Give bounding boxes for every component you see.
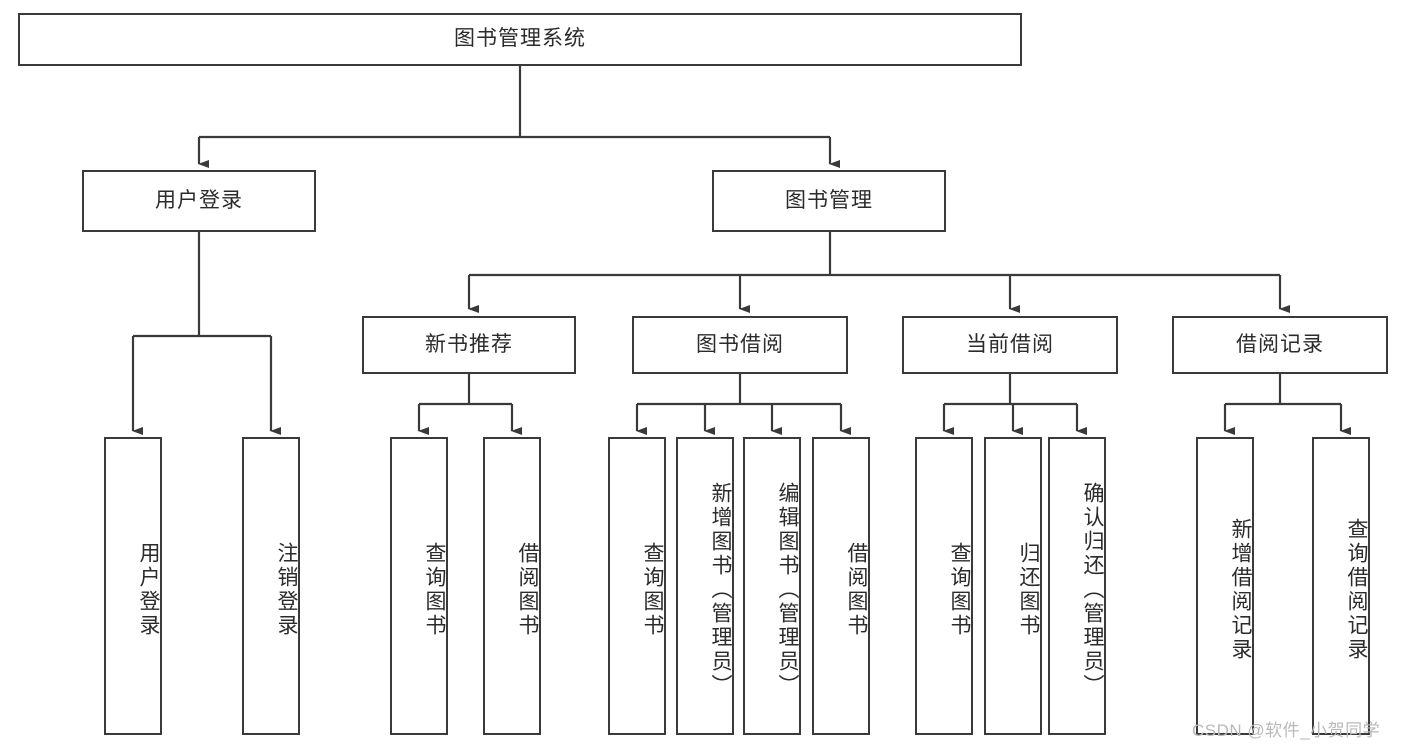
node-leaf-query-book-2-label: 查询图书 [641,542,664,638]
node-leaf-borrow-book-2[interactable]: 借阅图书 [812,437,870,735]
node-leaf-query-book-1-label: 查询图书 [423,542,446,638]
node-current-borrow[interactable]: 当前借阅 [902,316,1118,374]
node-user-login-label: 用户登录 [155,188,243,212]
node-leaf-borrow-book-2-label: 借阅图书 [845,542,868,638]
user-login-to-leaves-connectors [131,232,281,435]
node-borrow-record-label: 借阅记录 [1236,332,1324,356]
node-leaf-logout-login[interactable]: 注销登录 [242,437,300,735]
node-leaf-confirm-return[interactable]: 确认归还（管理员） [1048,437,1106,735]
node-leaf-return-book[interactable]: 归还图书 [984,437,1042,735]
node-book-management-label: 图书管理 [785,188,873,212]
node-leaf-query-book-3-label: 查询图书 [948,542,971,638]
node-leaf-query-record[interactable]: 查询借阅记录 [1312,437,1370,735]
node-leaf-query-record-label: 查询借阅记录 [1345,518,1368,662]
node-book-borrow[interactable]: 图书借阅 [632,316,848,374]
node-leaf-edit-book-label: 编辑图书（管理员） [776,482,799,698]
node-new-book-recommend-label: 新书推荐 [425,332,513,356]
node-leaf-add-record[interactable]: 新增借阅记录 [1196,437,1254,735]
node-leaf-add-book[interactable]: 新增图书（管理员） [676,437,734,735]
book-borrow-to-leaves-connectors [635,374,851,435]
node-leaf-user-login-label: 用户登录 [137,542,160,638]
new-book-recommend-to-leaves-connectors [417,374,522,435]
node-leaf-user-login[interactable]: 用户登录 [104,437,162,735]
book-management-to-level3-connectors [467,232,1290,313]
node-leaf-borrow-book-1[interactable]: 借阅图书 [483,437,541,735]
node-leaf-logout-login-label: 注销登录 [275,542,298,638]
node-leaf-confirm-return-label: 确认归还（管理员） [1081,482,1104,698]
node-leaf-edit-book[interactable]: 编辑图书（管理员） [743,437,801,735]
node-root-system-label: 图书管理系统 [454,27,586,51]
node-leaf-add-book-label: 新增图书（管理员） [709,482,732,698]
node-user-login[interactable]: 用户登录 [82,170,316,232]
node-book-borrow-label: 图书借阅 [696,332,784,356]
node-root-system[interactable]: 图书管理系统 [18,13,1022,66]
borrow-record-to-leaves-connectors [1223,374,1351,435]
node-leaf-query-book-3[interactable]: 查询图书 [915,437,973,735]
node-leaf-borrow-book-1-label: 借阅图书 [516,542,539,638]
node-borrow-record[interactable]: 借阅记录 [1172,316,1388,374]
current-borrow-to-leaves-connectors [942,374,1087,435]
node-leaf-add-record-label: 新增借阅记录 [1229,518,1252,662]
node-new-book-recommend[interactable]: 新书推荐 [362,316,576,374]
root-to-level2-connectors [197,66,840,168]
node-leaf-query-book-2[interactable]: 查询图书 [608,437,666,735]
node-current-borrow-label: 当前借阅 [966,332,1054,356]
node-leaf-return-book-label: 归还图书 [1017,542,1040,638]
node-book-management[interactable]: 图书管理 [712,170,946,232]
node-leaf-query-book-1[interactable]: 查询图书 [390,437,448,735]
